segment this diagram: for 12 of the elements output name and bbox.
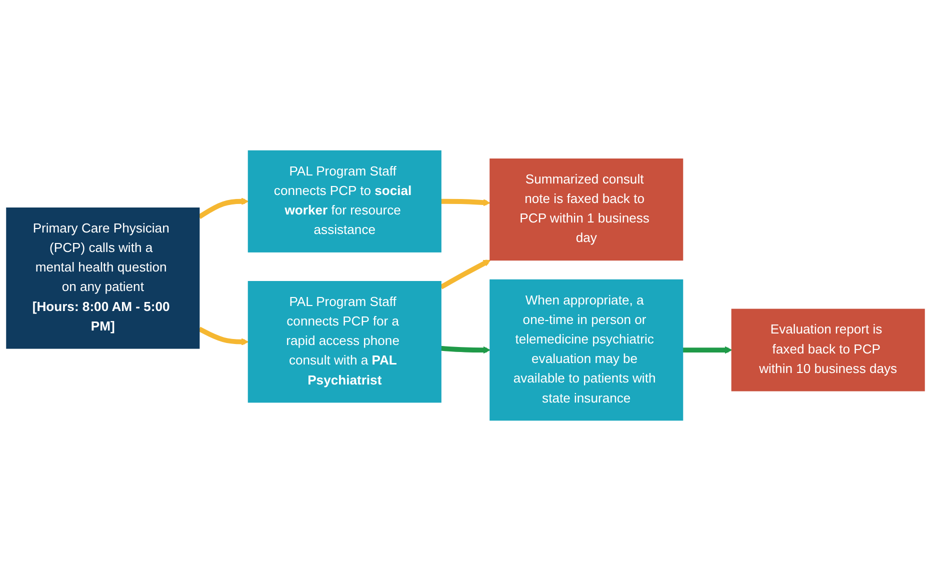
arrow [441, 198, 490, 206]
node-box: Summarized consult note is faxed back to PCP within 1 business day [490, 158, 684, 261]
arrow [440, 260, 491, 290]
arrow [198, 198, 249, 220]
arrow [198, 326, 249, 346]
arrow [682, 346, 732, 354]
node-box: Primary Care Physician (PCP) calls with a mental health question on any patient [Hours: 8:00 AM - 5:00 PM] [6, 208, 200, 349]
arrow [440, 346, 490, 354]
node-box: PAL Program Staff connects PCP for a rapid access phone consult with a PAL Psychiatrist [248, 281, 442, 403]
node-box: PAL Program Staff connects PCP to social worker for resource assistance [248, 150, 442, 252]
node-box: When appropriate, a one-time in person or telemedicine psychiatric evaluation may be available to patients with state insurance [490, 279, 684, 421]
node-box: Evaluation report is faxed back to PCP within 10 business days [731, 308, 925, 392]
